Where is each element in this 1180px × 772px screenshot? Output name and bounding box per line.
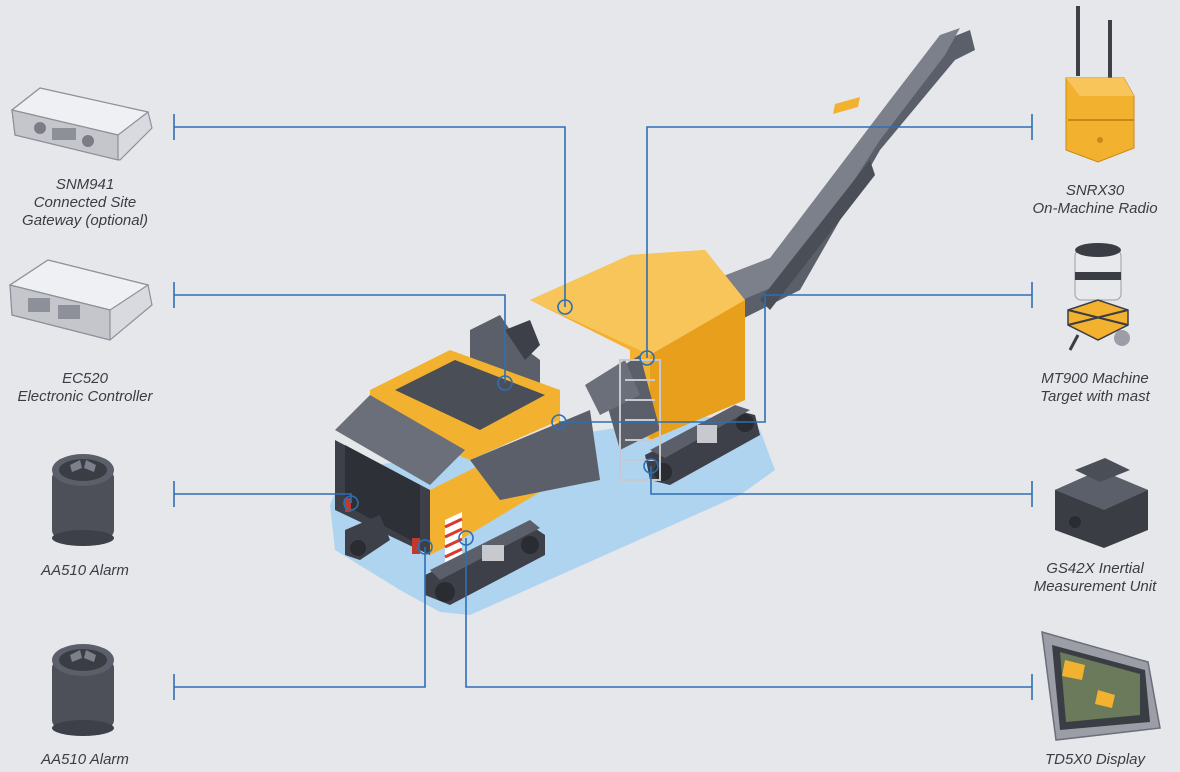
marker-gs42x (643, 458, 659, 474)
snm941-desc-2: Gateway (optional) (22, 212, 148, 229)
marker-snrx30 (639, 350, 655, 366)
gs42x-label: GS42X Inertial Measurement Unit (1010, 560, 1180, 596)
td5x0-label: TD5X0 Display (1010, 751, 1180, 769)
ec520-label: EC520 Electronic Controller (0, 370, 170, 406)
ec520-desc: Electronic Controller (17, 388, 153, 405)
aa510-upper-device-image (52, 454, 114, 546)
aa510-lower-label: AA510 Alarm (0, 751, 170, 769)
aa510-upper-label: AA510 Alarm (0, 562, 170, 580)
front-tracks (345, 425, 717, 605)
leader-snm941 (173, 114, 566, 307)
snm941-device-image (10, 87, 153, 161)
leader-ec520 (173, 282, 506, 383)
mt900-model: MT900 Machine (1041, 370, 1149, 387)
mt900-device-image (1067, 243, 1130, 351)
snrx30-device-image (1065, 6, 1135, 163)
marker-td5x0 (458, 530, 474, 546)
td5x0-model: TD5X0 Display (1044, 751, 1146, 768)
marker-aa510-upper (343, 495, 359, 511)
front-section (335, 350, 600, 564)
leader-aa510-lower (173, 547, 426, 700)
gs42x-device-image (1055, 458, 1148, 548)
aa510-lower-device-image (52, 644, 114, 736)
leader-gs42x (650, 466, 1033, 507)
leader-mt900 (559, 282, 1033, 423)
snm941-desc-1: Connected Site (33, 194, 137, 211)
mount-markers (343, 299, 659, 555)
gs42x-model: GS42X Inertial (1046, 560, 1144, 577)
mt900-desc: Target with mast (1040, 388, 1150, 405)
marker-ec520 (497, 375, 513, 391)
snrx30-label: SNRX30 On-Machine Radio (1010, 182, 1180, 218)
marker-mt900 (551, 414, 567, 430)
marker-aa510-lower (417, 539, 433, 555)
leader-snrx30 (646, 114, 1033, 358)
leader-lines (173, 114, 1033, 700)
snrx30-model: SNRX30 (1065, 182, 1125, 199)
mt900-label: MT900 Machine Target with mast (1010, 370, 1180, 406)
leader-aa510-upper (173, 481, 352, 507)
ec520-device-image (8, 259, 153, 341)
snm941-label: SNM941 Connected Site Gateway (optional) (0, 176, 170, 230)
snrx30-desc: On-Machine Radio (1032, 200, 1158, 217)
conveyor-arm (700, 28, 975, 320)
snm941-model: SNM941 (55, 176, 115, 193)
td5x0-device-image (1041, 630, 1161, 741)
ec520-model: EC520 (62, 370, 108, 387)
aa510-upper-model: AA510 Alarm (41, 562, 129, 579)
leader-td5x0 (465, 538, 1033, 700)
gs42x-desc: Measurement Unit (1033, 578, 1157, 595)
aa510-lower-model: AA510 Alarm (41, 751, 129, 768)
marker-snm941 (557, 299, 573, 315)
